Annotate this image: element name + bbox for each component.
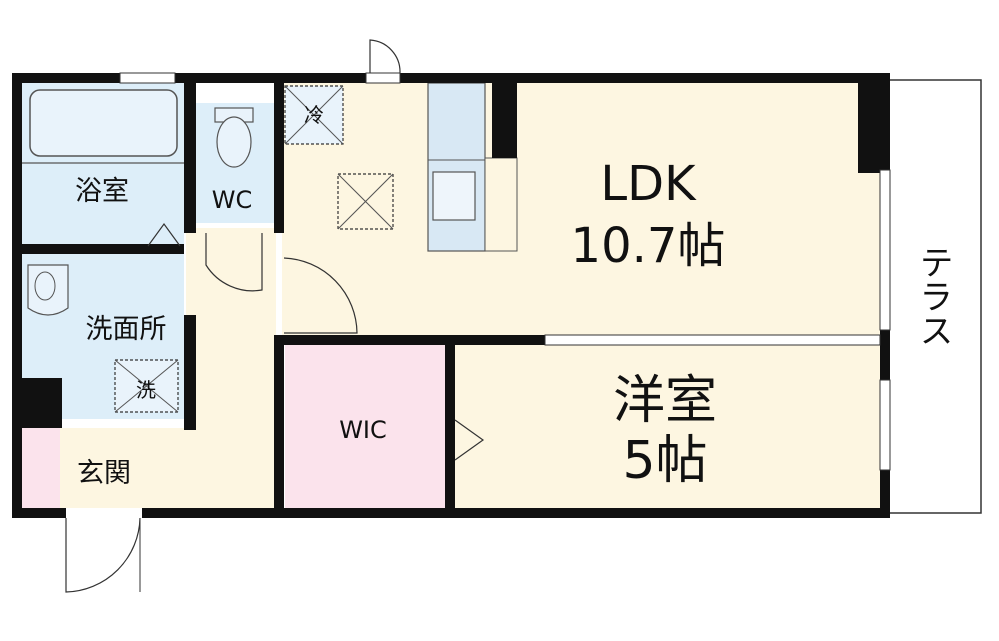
fridge-window (369, 39, 401, 74)
washroom-label: 洗面所 (86, 314, 167, 345)
sink (27, 264, 69, 316)
bathtub (29, 89, 178, 157)
terrace-area (887, 79, 982, 514)
ldk-storage (337, 173, 394, 230)
bath-label: 浴室 (75, 176, 129, 207)
kitchen-counter (427, 82, 486, 252)
entrance-hall-fill (60, 428, 190, 510)
toilet-label: WC (212, 186, 253, 214)
wic-door-mark (454, 419, 485, 461)
bath-door-mark (147, 222, 181, 247)
terrace-label: テラス (913, 245, 953, 347)
ldk-fill (282, 83, 880, 335)
entrance-door-swing (65, 517, 141, 593)
hallway-fill (186, 228, 276, 510)
wic-fill (285, 345, 445, 510)
toilet-bowl (216, 116, 252, 168)
ldk-label: LDK (600, 156, 697, 212)
kitchen-sink (432, 171, 476, 221)
western-room-label: 洋室 (613, 371, 717, 431)
fridge-label: 冷 (304, 103, 324, 127)
ldk-door-swing (283, 257, 358, 334)
ldk-size-label: 10.7帖 (571, 218, 726, 274)
western-room-fill (455, 345, 880, 510)
entrance-label: 玄関 (77, 458, 131, 489)
washer-label: 洗 (136, 378, 156, 402)
western-room-size-label: 5帖 (622, 431, 707, 491)
wic-label: WIC (339, 416, 387, 444)
toilet-door-swing (205, 233, 263, 292)
entrance-tile-fill (22, 428, 60, 510)
